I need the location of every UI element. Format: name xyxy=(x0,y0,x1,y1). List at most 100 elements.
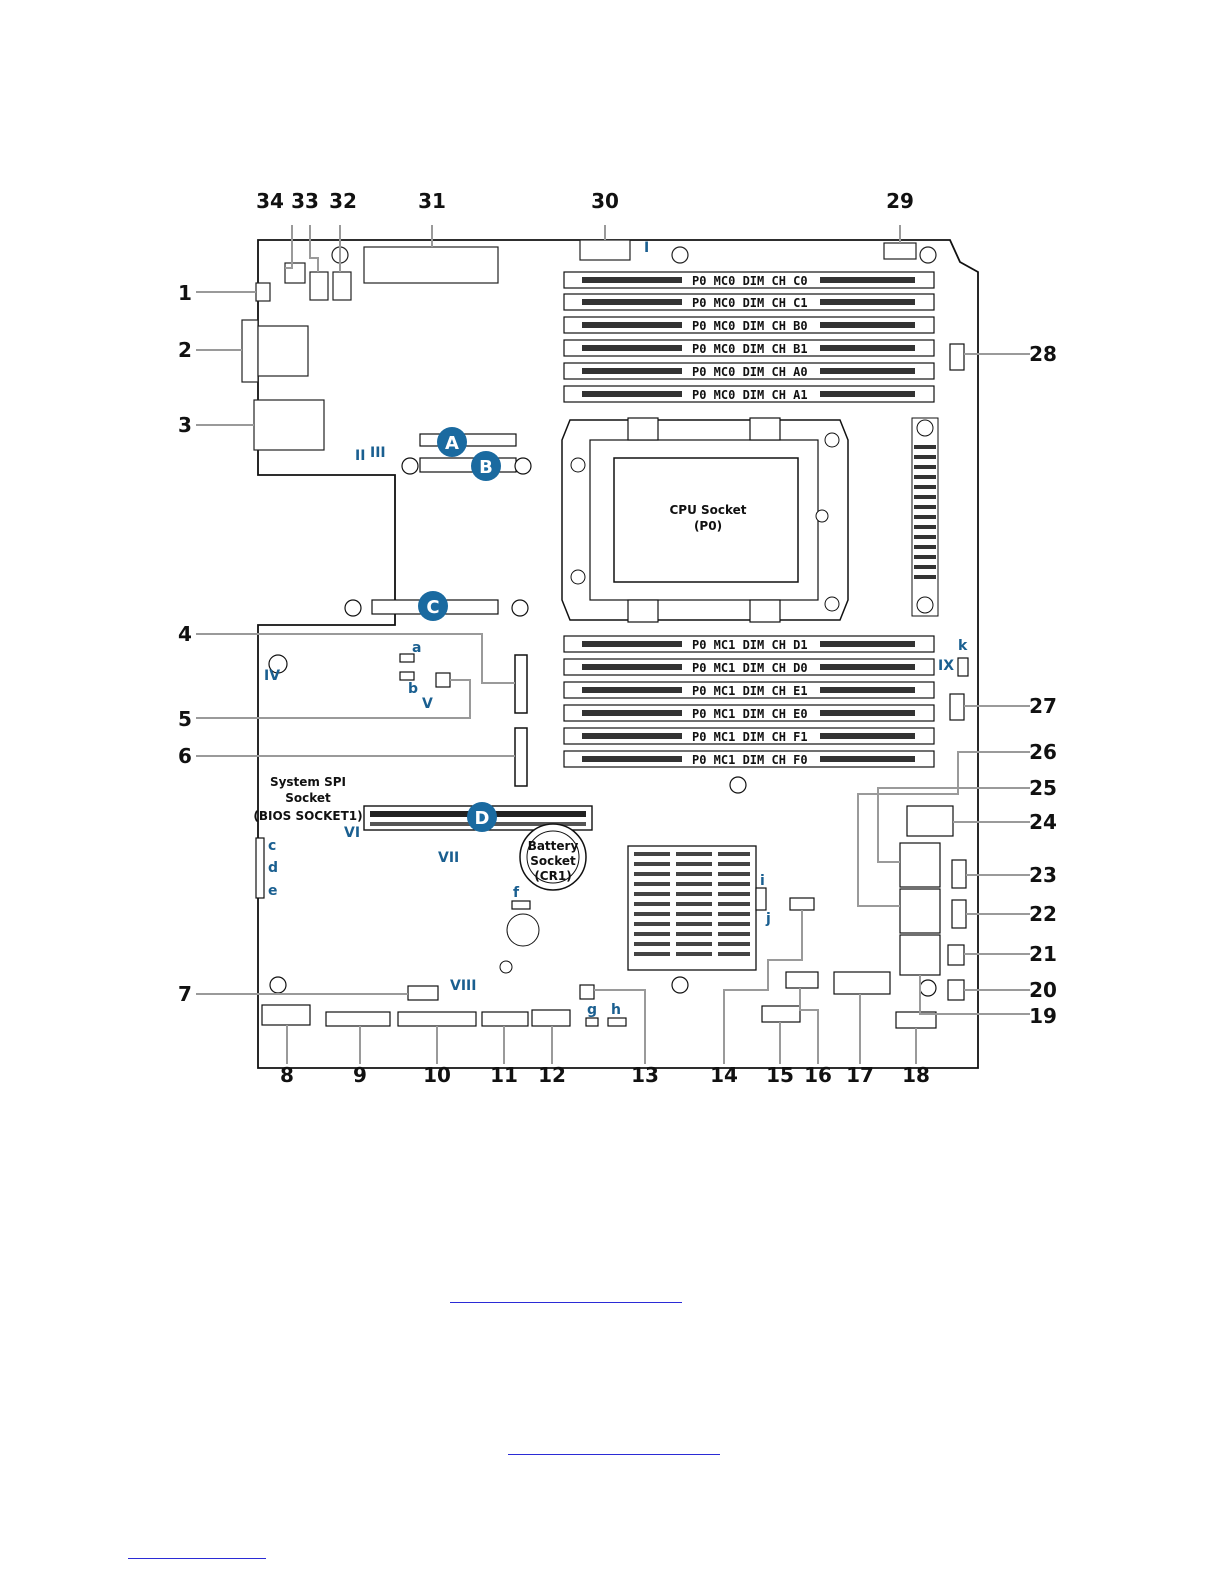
callout-6: 6 xyxy=(178,744,192,768)
dimm-label-e0: P0 MC1 DIM CH E0 xyxy=(692,707,808,721)
left-connectors xyxy=(255,653,531,910)
callout-23: 23 xyxy=(1029,863,1057,887)
callout-16: 16 xyxy=(804,1063,832,1087)
led-vi: VI xyxy=(344,825,360,841)
led-ii: II xyxy=(355,448,365,464)
jumper-e: e xyxy=(268,883,278,899)
callout-25: 25 xyxy=(1029,776,1057,800)
led-ix: IX xyxy=(938,658,954,674)
chipset-heatsink xyxy=(627,845,757,971)
battery-id: (CR1) xyxy=(534,869,571,883)
bottom-headers xyxy=(261,887,937,1029)
dimm-label-c0: P0 MC0 DIM CH C0 xyxy=(692,274,808,288)
dimm-labels-top: P0 MC0 DIM CH C0 P0 MC0 DIM CH C1 P0 MC0… xyxy=(692,274,808,402)
callout-3: 3 xyxy=(178,413,192,437)
callout-18: 18 xyxy=(902,1063,930,1087)
jumper-g: g xyxy=(587,1002,597,1018)
dimm-label-b0: P0 MC0 DIM CH B0 xyxy=(692,319,808,333)
callout-27: 27 xyxy=(1029,694,1057,718)
led-vii: VII xyxy=(438,850,459,866)
led-v: V xyxy=(422,696,433,712)
led-i: I xyxy=(644,240,649,256)
led-iv: IV xyxy=(264,668,280,684)
callouts-bottom: 8 9 10 11 12 13 14 15 16 17 18 xyxy=(280,1063,930,1087)
cpu-socket: CPU Socket (P0) xyxy=(561,417,849,623)
callout-19: 19 xyxy=(1029,1004,1057,1028)
dimm-label-f1: P0 MC1 DIM CH F1 xyxy=(692,730,808,744)
callout-31: 31 xyxy=(418,189,446,213)
callout-22: 22 xyxy=(1029,902,1057,926)
battery-socket: Battery Socket (CR1) xyxy=(499,823,587,974)
badge-d: D xyxy=(475,808,490,829)
callout-8: 8 xyxy=(280,1063,294,1087)
jumper-b: b xyxy=(408,681,418,697)
dimm-labels-bottom: P0 MC1 DIM CH D1 P0 MC1 DIM CH D0 P0 MC1… xyxy=(692,638,808,767)
callout-34: 34 xyxy=(256,189,284,213)
callout-20: 20 xyxy=(1029,978,1057,1002)
callouts-left: 1 2 3 4 5 6 7 xyxy=(178,281,192,1006)
jumper-a: a xyxy=(412,640,421,656)
callout-1: 1 xyxy=(178,281,192,305)
callout-24: 24 xyxy=(1029,810,1057,834)
battery-label: Battery xyxy=(528,839,579,853)
right-connectors xyxy=(671,343,969,1001)
callout-15: 15 xyxy=(766,1063,794,1087)
callout-21: 21 xyxy=(1029,942,1057,966)
dimm-label-c1: P0 MC0 DIM CH C1 xyxy=(692,296,808,310)
callout-7: 7 xyxy=(178,982,192,1006)
led-iii: III xyxy=(370,445,386,461)
dimm-label-a0: P0 MC0 DIM CH A0 xyxy=(692,365,808,379)
spi-socket: System SPI Socket (BIOS SOCKET1) xyxy=(253,775,362,823)
hyperlink-underline-3[interactable] xyxy=(128,1558,266,1559)
dimm-label-e1: P0 MC1 DIM CH E1 xyxy=(692,684,808,698)
jumper-f: f xyxy=(513,885,520,901)
jumper-labels: a b c d e f g h i j k xyxy=(268,638,968,1018)
badge-b: B xyxy=(479,457,493,478)
callouts-right: 28 27 26 25 24 23 22 21 20 19 xyxy=(1029,342,1057,1028)
badges: A B C D xyxy=(418,427,501,832)
spi-label-2: Socket xyxy=(285,791,331,805)
callouts-top: 34 33 32 31 30 29 xyxy=(256,189,914,213)
leader-lines xyxy=(196,225,1030,1064)
jumper-k: k xyxy=(958,638,968,654)
callout-26: 26 xyxy=(1029,740,1057,764)
rear-io xyxy=(241,282,325,451)
jumper-c: c xyxy=(268,838,276,854)
callout-13: 13 xyxy=(631,1063,659,1087)
dimm-slot-bars xyxy=(582,277,915,762)
dimm-slots-top xyxy=(563,271,935,403)
callout-17: 17 xyxy=(846,1063,874,1087)
hyperlink-underline-1[interactable] xyxy=(450,1302,682,1303)
spi-label-3: (BIOS SOCKET1) xyxy=(253,809,362,823)
spi-label-1: System SPI xyxy=(270,775,346,789)
dimm-slots-bottom xyxy=(563,635,935,768)
dimm-label-f0: P0 MC1 DIM CH F0 xyxy=(692,753,808,767)
dimm-label-a1: P0 MC0 DIM CH A1 xyxy=(692,388,808,402)
callout-33: 33 xyxy=(291,189,319,213)
dimm-label-b1: P0 MC0 DIM CH B1 xyxy=(692,342,808,356)
dimm-label-d1: P0 MC1 DIM CH D1 xyxy=(692,638,808,652)
jumper-j: j xyxy=(765,911,771,927)
callout-14: 14 xyxy=(710,1063,738,1087)
led-labels: I II III IV V VI VII VIII IX xyxy=(264,240,954,994)
cpu-socket-id: (P0) xyxy=(694,519,722,533)
vr-heatsink xyxy=(911,417,939,617)
callout-9: 9 xyxy=(353,1063,367,1087)
callout-4: 4 xyxy=(178,622,192,646)
jumper-i: i xyxy=(760,873,765,889)
battery-socket-label: Socket xyxy=(530,854,576,868)
callout-12: 12 xyxy=(538,1063,566,1087)
jumper-h: h xyxy=(611,1002,621,1018)
badge-a: A xyxy=(445,433,459,454)
callout-28: 28 xyxy=(1029,342,1057,366)
callout-29: 29 xyxy=(886,189,914,213)
badge-c: C xyxy=(426,597,439,618)
callout-5: 5 xyxy=(178,707,192,731)
hyperlink-underline-2[interactable] xyxy=(508,1454,720,1455)
led-viii: VIII xyxy=(450,978,476,994)
callout-2: 2 xyxy=(178,338,192,362)
callout-30: 30 xyxy=(591,189,619,213)
callout-10: 10 xyxy=(423,1063,451,1087)
dimm-label-d0: P0 MC1 DIM CH D0 xyxy=(692,661,808,675)
